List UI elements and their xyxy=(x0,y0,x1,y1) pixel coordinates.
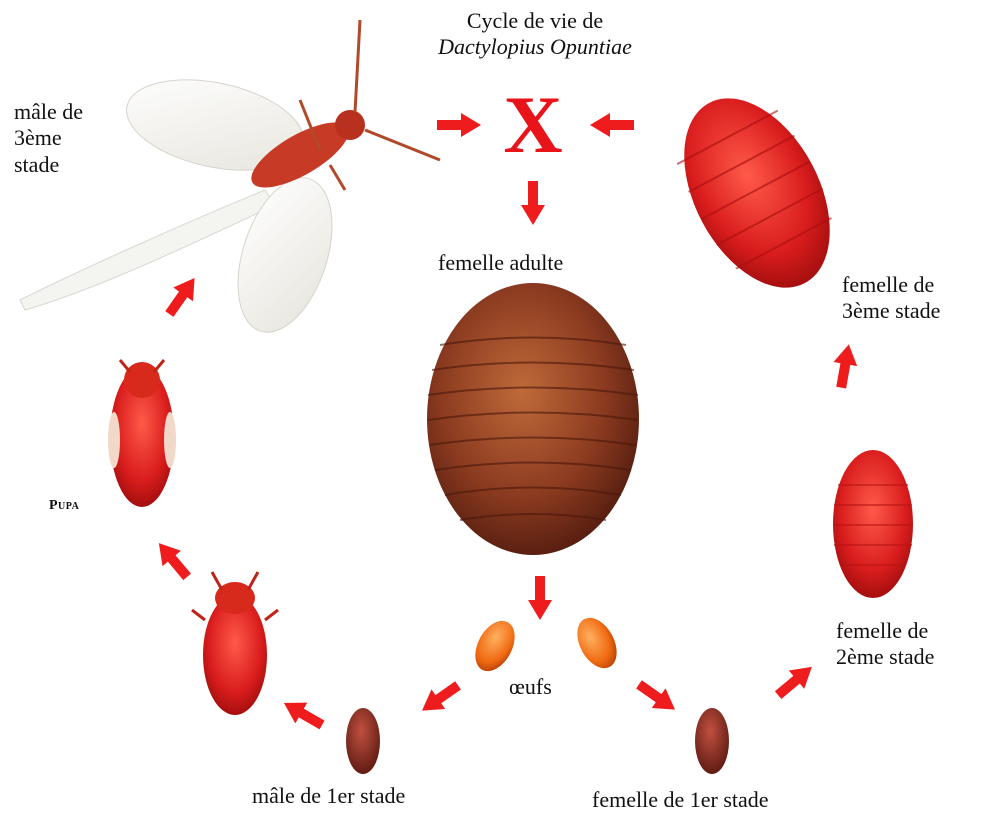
arrow-icon xyxy=(528,576,552,620)
title-line-1: Cycle de vie de xyxy=(400,8,670,34)
label-line: 2ème stade xyxy=(836,644,934,670)
arrow-icon xyxy=(160,271,205,321)
arrow-icon xyxy=(770,658,819,705)
label-line: 3ème stade xyxy=(842,298,940,324)
arrow-icon xyxy=(632,675,682,720)
pupa-image xyxy=(108,360,176,507)
male-2nd-stage-image xyxy=(192,572,278,715)
arrow-icon xyxy=(590,113,634,137)
female-2nd-stage-image xyxy=(833,450,913,598)
label-pupa: Pupa xyxy=(49,498,79,515)
arrow-icon xyxy=(829,342,860,389)
label-female-3rd-stage: femelle de 3ème stade xyxy=(842,272,940,325)
female-adult-image xyxy=(427,283,639,555)
label-female-2nd-stage: femelle de 2ème stade xyxy=(836,618,934,671)
label-male-1st-stage: mâle de 1er stade xyxy=(252,783,405,809)
male-1st-stage-image xyxy=(346,708,380,774)
cross-icon: X xyxy=(503,79,562,170)
label-line: stade xyxy=(14,152,83,178)
arrow-icon xyxy=(415,676,465,721)
male-3rd-stage-image xyxy=(20,20,440,344)
female-3rd-stage-image xyxy=(654,74,859,312)
arrow-icon xyxy=(437,113,481,137)
label-female-adult: femelle adulte xyxy=(438,250,563,276)
label-female-1st-stage: femelle de 1er stade xyxy=(592,787,769,813)
diagram-title: Cycle de vie de Dactylopius Opuntiae xyxy=(400,8,670,61)
label-line: mâle de xyxy=(14,99,83,125)
arrow-icon xyxy=(521,181,545,225)
title-line-2: Dactylopius Opuntiae xyxy=(400,34,670,60)
female-1st-stage-image xyxy=(695,708,729,774)
arrow-icon xyxy=(278,693,328,736)
label-eggs: œufs xyxy=(509,674,552,700)
label-line: 3ème xyxy=(14,125,83,151)
label-line: femelle de xyxy=(842,272,940,298)
label-male-3rd-stage: mâle de 3ème stade xyxy=(14,99,83,178)
arrow-icon xyxy=(150,535,197,584)
label-line: femelle de xyxy=(836,618,934,644)
eggs-image xyxy=(467,611,624,678)
